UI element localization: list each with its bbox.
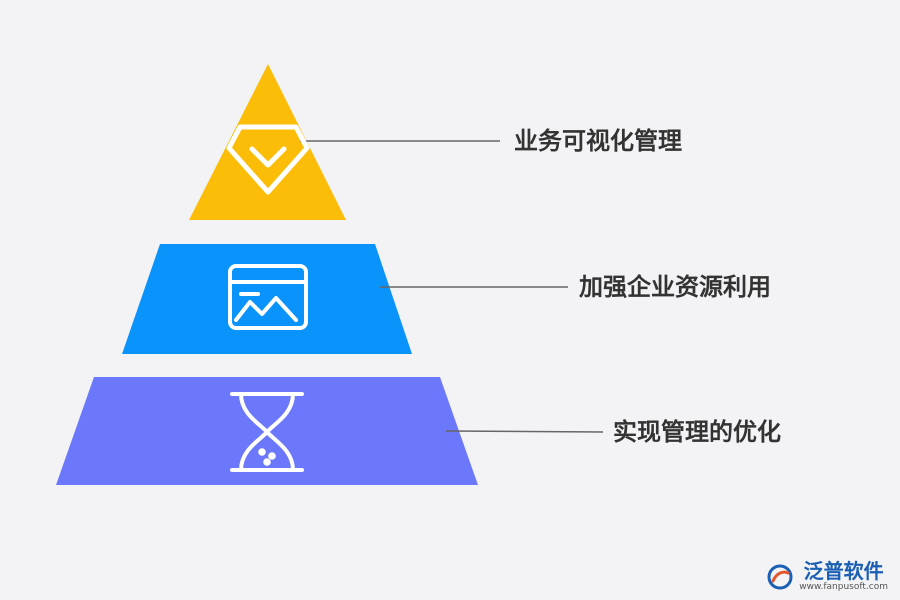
gem-check-icon [226,124,310,195]
brand-name: 泛普软件 [803,559,884,583]
image-browser-icon [228,264,308,330]
tier-label-bottom: 实现管理的优化 [613,418,781,446]
brand-url: www.fanpusoft.com [799,582,888,592]
connector-line-bottom [445,430,604,433]
tier-label-middle: 加强企业资源利用 [579,273,771,301]
brand-logo: 泛普软件 www.fanpusoft.com [767,561,888,592]
pyramid-tier-top [189,64,346,220]
fanpu-logo-icon [767,564,793,589]
hourglass-icon [230,392,304,472]
tier-label-top: 业务可视化管理 [514,127,682,155]
pyramid-tier-middle [122,244,412,354]
